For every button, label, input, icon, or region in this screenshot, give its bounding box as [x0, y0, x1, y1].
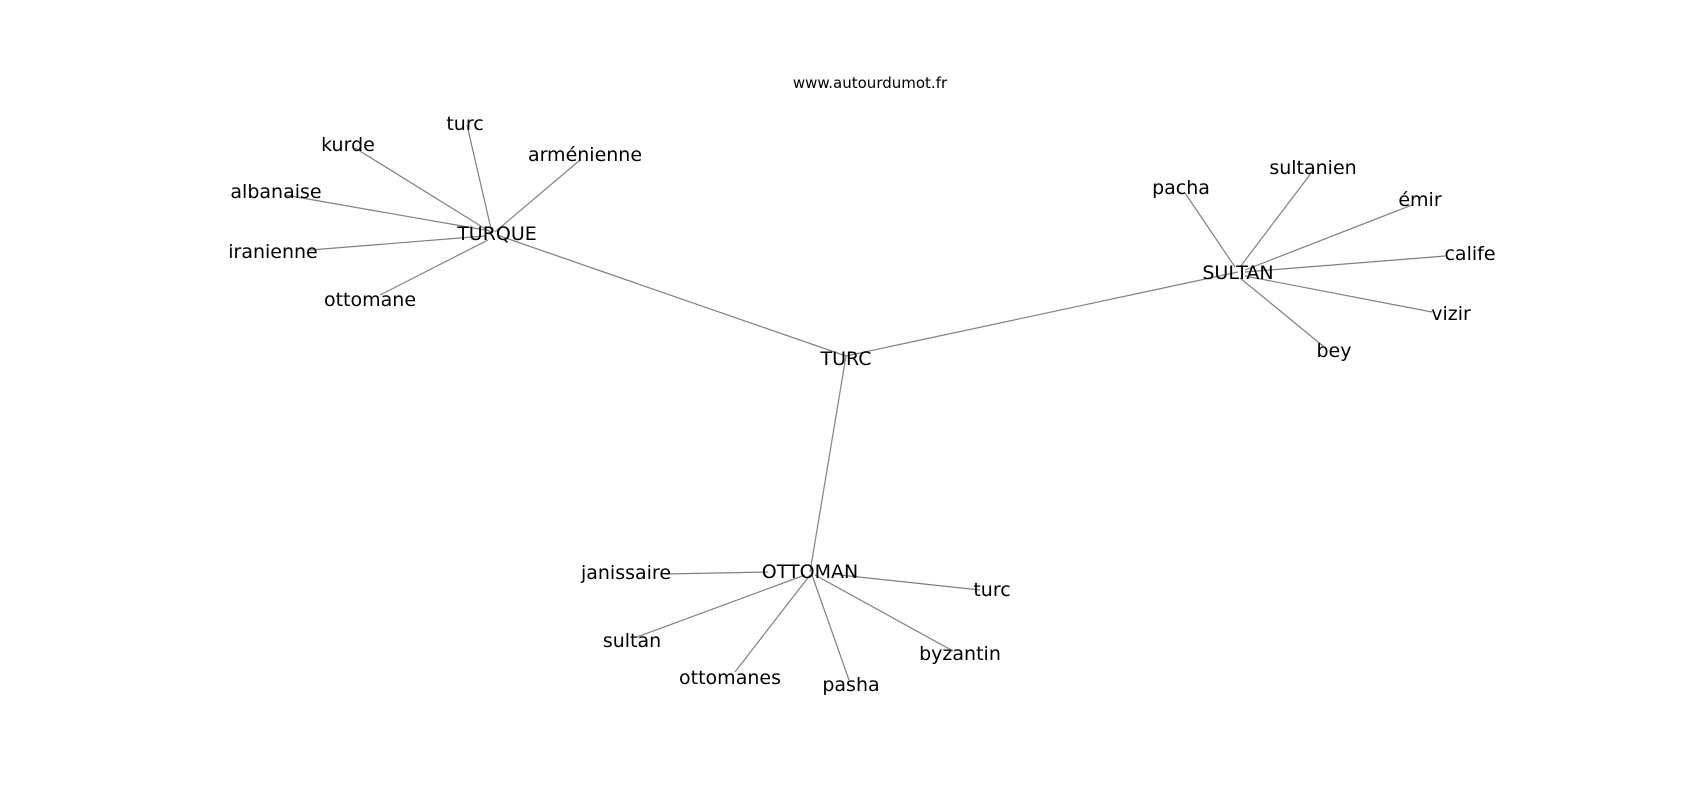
word-node-label: pasha	[822, 674, 879, 696]
word-node-label: turc	[446, 113, 483, 135]
edge-hub-to-word	[284, 194, 486, 231]
labels: www.autourdumot.fr turc kurde arménienne al…	[228, 74, 1495, 696]
edge-hub-to-word	[1244, 275, 1433, 313]
edge-hub-to-word	[839, 574, 981, 591]
edge-hub-to-word	[1244, 204, 1413, 271]
word-node-label: ottomane	[324, 289, 416, 311]
edge-hub-to-word	[1239, 277, 1324, 347]
edge-hub-to-word	[814, 574, 954, 652]
edge-hub-to-word	[309, 235, 486, 251]
word-node-label: pacha	[1152, 177, 1210, 199]
edge-center-to-hub	[809, 355, 847, 573]
edge-hub-to-word	[1244, 255, 1446, 273]
edge-hub-to-word	[664, 571, 769, 575]
word-node-label: iranienne	[228, 241, 318, 263]
edge-hub-to-word	[466, 124, 493, 234]
edge-hub-to-word	[494, 159, 581, 233]
word-node-label: sultanien	[1269, 157, 1356, 179]
word-node-label: sultan	[603, 630, 661, 652]
edge-hub-to-word	[734, 574, 811, 673]
edges	[284, 124, 1446, 681]
word-node-label: bey	[1317, 340, 1352, 362]
hub-node-label: SULTAN	[1202, 262, 1273, 284]
word-node-label: émir	[1398, 189, 1441, 211]
word-node-label: turc	[973, 579, 1010, 601]
hub-node-label: TURQUE	[456, 223, 537, 245]
word-node-label: kurde	[321, 134, 375, 156]
edge-center-to-hub	[496, 234, 847, 357]
hub-node-label: OTTOMAN	[762, 561, 858, 583]
source-label: www.autourdumot.fr	[793, 74, 948, 92]
edge-hub-to-word	[354, 147, 493, 234]
word-node-label: byzantin	[919, 643, 1001, 665]
center-node-label: TURC	[819, 348, 871, 370]
edge-hub-to-word	[1184, 192, 1236, 268]
word-node-label: albanaise	[230, 181, 321, 203]
word-node-label: vizir	[1431, 303, 1471, 325]
edge-center-to-hub	[845, 271, 1239, 357]
word-node-label: arménienne	[528, 144, 642, 166]
edge-hub-to-word	[636, 574, 806, 638]
word-node-label: calife	[1444, 243, 1495, 265]
edge-hub-to-word	[379, 239, 489, 296]
edge-hub-to-word	[1239, 171, 1313, 268]
edge-hub-to-word	[811, 574, 850, 681]
word-node-label: ottomanes	[679, 667, 781, 689]
word-node-label: janissaire	[580, 562, 671, 584]
